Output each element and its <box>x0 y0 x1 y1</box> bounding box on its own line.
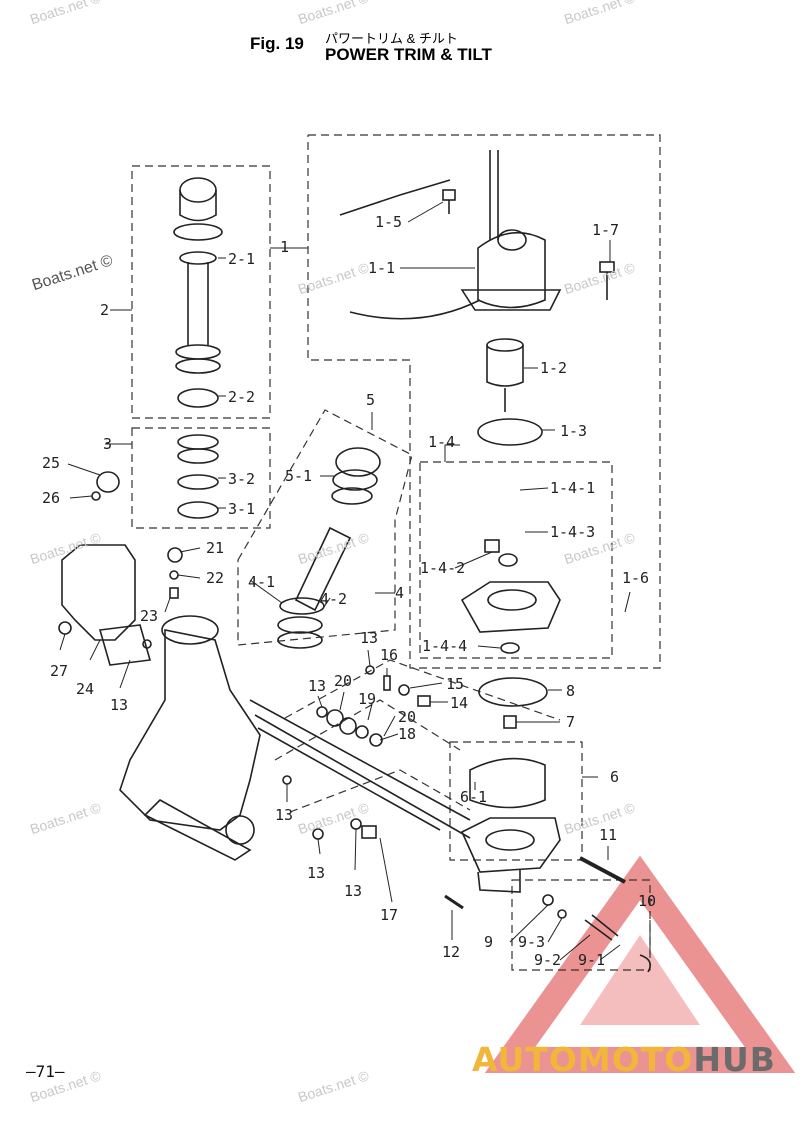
callout-1-4: 1-4 <box>428 433 455 451</box>
callout-20-a: 20 <box>334 672 352 690</box>
callout-8: 8 <box>566 682 575 700</box>
callout-1-4-1: 1-4-1 <box>550 479 595 497</box>
callout-13-a: 13 <box>360 629 378 647</box>
callout-10: 10 <box>638 892 656 910</box>
brand-part-1: AUTOMOTO <box>472 1040 694 1079</box>
callout-9-3: 9-3 <box>518 933 545 951</box>
callout-1-2: 1-2 <box>540 359 567 377</box>
page-number: –71– <box>26 1062 65 1081</box>
callout-6-1: 6-1 <box>460 788 487 806</box>
callout-13-e: 13 <box>307 864 325 882</box>
callout-5: 5 <box>366 391 375 409</box>
figure-label: Fig. 19 <box>250 34 304 53</box>
callout-3: 3 <box>103 435 112 453</box>
callout-1-4-3: 1-4-3 <box>550 523 595 541</box>
callout-23: 23 <box>140 607 158 625</box>
leader-lines <box>59 201 651 961</box>
callout-2-2: 2-2 <box>228 388 255 406</box>
part-drawings <box>58 150 651 973</box>
callout-1-4-2: 1-4-2 <box>420 559 465 577</box>
callout-9-2: 9-2 <box>534 951 561 969</box>
callout-13-f: 13 <box>344 882 362 900</box>
callout-1: 1 <box>280 238 289 256</box>
brand-part-2: HUB <box>693 1040 776 1079</box>
callout-1-7: 1-7 <box>592 221 619 239</box>
callouts: 1 1-1 1-2 1-3 1-4 1-4-1 1-4-2 1-4-3 1-4-… <box>42 213 656 969</box>
brand-logo-icon <box>484 855 796 1073</box>
callout-1-3: 1-3 <box>560 422 587 440</box>
callout-6: 6 <box>610 768 619 786</box>
callout-9-1: 9-1 <box>578 951 605 969</box>
callout-15: 15 <box>446 675 464 693</box>
callout-4-1: 4-1 <box>248 573 275 591</box>
callout-1-6: 1-6 <box>622 569 649 587</box>
callout-2: 2 <box>100 301 109 319</box>
title-japanese: パワートリム & チルト <box>325 31 458 46</box>
page-title: POWER TRIM & TILT <box>325 45 492 64</box>
callout-16: 16 <box>380 646 398 664</box>
callout-12: 12 <box>442 943 460 961</box>
group-frames <box>131 134 661 971</box>
callout-1-1: 1-1 <box>368 259 395 277</box>
callout-13-c: 13 <box>110 696 128 714</box>
callout-18: 18 <box>398 725 416 743</box>
callout-24: 24 <box>76 680 94 698</box>
brand-wordmark: AUTOMOTOHUB <box>472 1040 776 1079</box>
callout-22: 22 <box>206 569 224 587</box>
callout-19: 19 <box>358 690 376 708</box>
callout-1-4-4: 1-4-4 <box>422 637 467 655</box>
callout-27: 27 <box>50 662 68 680</box>
callout-1-5: 1-5 <box>375 213 402 231</box>
callout-25: 25 <box>42 454 60 472</box>
callout-13-d: 13 <box>275 806 293 824</box>
callout-5-1: 5-1 <box>285 467 312 485</box>
callout-14: 14 <box>450 694 468 712</box>
callout-3-2: 3-2 <box>228 470 255 488</box>
callout-11: 11 <box>599 826 617 844</box>
callout-4-2: 4-2 <box>320 590 347 608</box>
callout-21: 21 <box>206 539 224 557</box>
callout-3-1: 3-1 <box>228 500 255 518</box>
callout-9: 9 <box>484 933 493 951</box>
callout-4: 4 <box>395 584 404 602</box>
callout-13-b: 13 <box>308 677 326 695</box>
callout-7: 7 <box>566 713 575 731</box>
callout-17: 17 <box>380 906 398 924</box>
callout-2-1: 2-1 <box>228 250 255 268</box>
callout-20-b: 20 <box>398 708 416 726</box>
callout-26: 26 <box>42 489 60 507</box>
